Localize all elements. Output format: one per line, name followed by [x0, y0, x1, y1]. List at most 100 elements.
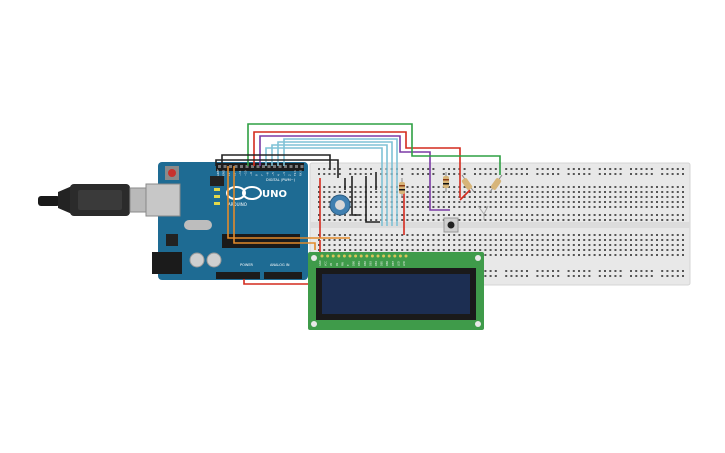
- breadboard-hole[interactable]: [531, 219, 534, 221]
- breadboard-hole[interactable]: [593, 201, 596, 203]
- header-pin[interactable]: [240, 165, 243, 168]
- breadboard-hole[interactable]: [422, 191, 424, 193]
- breadboard-hole[interactable]: [671, 254, 674, 256]
- breadboard-hole[interactable]: [448, 249, 450, 251]
- breadboard-hole[interactable]: [385, 249, 388, 251]
- breadboard-hole[interactable]: [463, 234, 466, 236]
- breadboard-hole[interactable]: [604, 196, 606, 198]
- breadboard-hole[interactable]: [442, 239, 445, 241]
- breadboard-hole[interactable]: [354, 249, 357, 251]
- breadboard-hole[interactable]: [541, 191, 544, 193]
- breadboard-hole[interactable]: [624, 254, 627, 256]
- breadboard-hole[interactable]: [463, 206, 466, 208]
- breadboard-hole[interactable]: [619, 270, 622, 272]
- breadboard-hole[interactable]: [422, 196, 424, 198]
- breadboard-hole[interactable]: [505, 196, 508, 198]
- breadboard-hole[interactable]: [484, 249, 487, 251]
- breadboard-hole[interactable]: [614, 254, 617, 256]
- breadboard-hole[interactable]: [344, 214, 346, 216]
- breadboard-hole[interactable]: [645, 191, 648, 193]
- lcd-pin[interactable]: [393, 254, 397, 258]
- breadboard-hole[interactable]: [583, 186, 586, 188]
- breadboard-hole[interactable]: [609, 270, 612, 272]
- wire-light-blue[interactable]: [265, 147, 383, 226]
- breadboard-hole[interactable]: [432, 168, 435, 170]
- breadboard-hole[interactable]: [645, 219, 648, 221]
- breadboard-hole[interactable]: [526, 191, 528, 193]
- breadboard-hole[interactable]: [676, 196, 679, 198]
- breadboard-hole[interactable]: [520, 270, 523, 272]
- breadboard-hole[interactable]: [479, 196, 482, 198]
- breadboard-hole[interactable]: [640, 249, 643, 251]
- breadboard-hole[interactable]: [650, 168, 653, 170]
- breadboard-hole[interactable]: [614, 173, 617, 175]
- breadboard-hole[interactable]: [328, 173, 331, 175]
- breadboard-hole[interactable]: [432, 191, 435, 193]
- breadboard-hole[interactable]: [484, 244, 487, 246]
- breadboard-hole[interactable]: [546, 168, 549, 170]
- breadboard-hole[interactable]: [604, 206, 606, 208]
- breadboard-hole[interactable]: [604, 249, 606, 251]
- breadboard-hole[interactable]: [671, 275, 674, 277]
- breadboard-hole[interactable]: [640, 270, 643, 272]
- breadboard-hole[interactable]: [396, 249, 398, 251]
- breadboard-hole[interactable]: [630, 201, 632, 203]
- breadboard-hole[interactable]: [479, 234, 482, 236]
- breadboard-hole[interactable]: [520, 186, 523, 188]
- breadboard-hole[interactable]: [614, 275, 617, 277]
- breadboard-hole[interactable]: [598, 270, 601, 272]
- breadboard-hole[interactable]: [598, 201, 601, 203]
- breadboard-hole[interactable]: [650, 249, 653, 251]
- breadboard-hole[interactable]: [552, 206, 554, 208]
- breadboard-hole[interactable]: [572, 270, 575, 272]
- breadboard-hole[interactable]: [453, 244, 456, 246]
- breadboard-hole[interactable]: [494, 214, 497, 216]
- breadboard-hole[interactable]: [427, 173, 430, 175]
- breadboard-hole[interactable]: [536, 270, 539, 272]
- breadboard-hole[interactable]: [437, 244, 440, 246]
- breadboard-hole[interactable]: [448, 191, 450, 193]
- breadboard-hole[interactable]: [562, 244, 565, 246]
- breadboard-hole[interactable]: [344, 191, 346, 193]
- breadboard-hole[interactable]: [354, 244, 357, 246]
- breadboard-hole[interactable]: [494, 191, 497, 193]
- breadboard-hole[interactable]: [567, 173, 570, 175]
- breadboard-hole[interactable]: [505, 275, 508, 277]
- breadboard-hole[interactable]: [604, 168, 606, 170]
- breadboard-hole[interactable]: [635, 270, 638, 272]
- wire-orange[interactable]: [233, 166, 316, 250]
- breadboard-hole[interactable]: [328, 249, 331, 251]
- breadboard-hole[interactable]: [640, 234, 643, 236]
- breadboard-hole[interactable]: [588, 270, 591, 272]
- breadboard-hole[interactable]: [427, 244, 430, 246]
- breadboard-hole[interactable]: [619, 275, 622, 277]
- breadboard-hole[interactable]: [510, 275, 513, 277]
- breadboard-hole[interactable]: [557, 201, 560, 203]
- breadboard-hole[interactable]: [458, 239, 461, 241]
- breadboard-hole[interactable]: [484, 191, 487, 193]
- breadboard-hole[interactable]: [578, 168, 580, 170]
- breadboard-hole[interactable]: [630, 214, 632, 216]
- breadboard-hole[interactable]: [583, 206, 586, 208]
- breadboard-hole[interactable]: [656, 234, 658, 236]
- breadboard-hole[interactable]: [370, 191, 372, 193]
- breadboard-hole[interactable]: [411, 239, 414, 241]
- breadboard-hole[interactable]: [578, 234, 580, 236]
- breadboard-hole[interactable]: [411, 191, 414, 193]
- breadboard-hole[interactable]: [442, 214, 445, 216]
- breadboard-hole[interactable]: [578, 191, 580, 193]
- breadboard-hole[interactable]: [422, 249, 424, 251]
- breadboard-hole[interactable]: [650, 219, 653, 221]
- breadboard-hole[interactable]: [552, 275, 554, 277]
- header-pin[interactable]: [300, 165, 304, 168]
- breadboard-hole[interactable]: [630, 206, 632, 208]
- breadboard-hole[interactable]: [578, 275, 580, 277]
- breadboard-hole[interactable]: [411, 201, 414, 203]
- breadboard-hole[interactable]: [354, 239, 357, 241]
- breadboard-hole[interactable]: [661, 219, 664, 221]
- breadboard-hole[interactable]: [526, 196, 528, 198]
- breadboard-hole[interactable]: [562, 191, 565, 193]
- breadboard-hole[interactable]: [416, 196, 419, 198]
- breadboard-hole[interactable]: [609, 173, 612, 175]
- breadboard-hole[interactable]: [432, 249, 435, 251]
